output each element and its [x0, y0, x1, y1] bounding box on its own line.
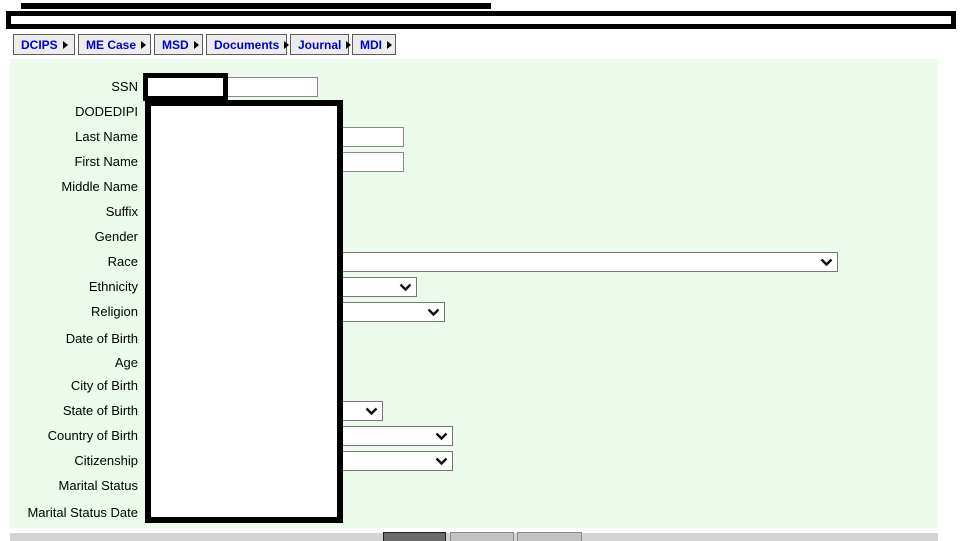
chevron-down-icon	[399, 283, 412, 291]
religion-label: Religion	[91, 304, 138, 319]
arrow-right-icon	[284, 40, 290, 49]
race-label: Race	[107, 254, 138, 269]
chevron-down-icon	[435, 457, 448, 465]
menu-mdi-label: MDI	[360, 37, 382, 52]
arrow-right-icon	[62, 40, 68, 49]
dodedipi-label: DODEDIPI	[75, 104, 138, 119]
redaction-title-box	[6, 11, 956, 29]
arrow-right-icon	[387, 40, 392, 49]
menu-me-case-label: ME Case	[86, 37, 137, 52]
menu-bar: DCIPS ME Case MSD Documents Journal MDI	[13, 34, 396, 55]
marital-status-label: Marital Status	[58, 478, 138, 493]
chevron-down-icon	[435, 432, 448, 440]
menu-mdi[interactable]: MDI	[352, 34, 396, 55]
arrow-right-icon	[346, 40, 352, 49]
date-of-birth-label: Date of Birth	[65, 331, 138, 346]
city-of-birth-label: City of Birth	[70, 378, 138, 393]
menu-me-case[interactable]: ME Case	[78, 34, 151, 55]
menu-documents[interactable]: Documents	[206, 34, 290, 55]
gender-label: Gender	[94, 229, 138, 244]
middle-name-label: Middle Name	[61, 179, 138, 194]
menu-dcips[interactable]: DCIPS	[13, 34, 75, 55]
arrow-right-icon	[193, 40, 199, 49]
menu-msd[interactable]: MSD	[154, 34, 203, 55]
suffix-label: Suffix	[105, 204, 138, 219]
chevron-down-icon	[820, 258, 833, 266]
menu-documents-label: Documents	[214, 37, 280, 52]
marital-status-date-label: Marital Status Date	[27, 505, 138, 520]
redaction-ssn-box	[143, 73, 228, 101]
redaction-top-bar	[21, 3, 491, 9]
menu-msd-label: MSD	[162, 37, 189, 52]
menu-dcips-label: DCIPS	[21, 37, 58, 52]
bottom-button-1[interactable]	[383, 532, 446, 541]
bottom-button-2[interactable]	[450, 532, 514, 541]
ssn-label: SSN	[111, 79, 138, 94]
chevron-down-icon	[427, 308, 440, 316]
age-label: Age	[114, 355, 138, 370]
state-of-birth-label: State of Birth	[62, 403, 138, 418]
first-name-label: First Name	[74, 154, 138, 169]
race-select[interactable]	[250, 252, 838, 272]
country-of-birth-label: Country of Birth	[47, 428, 138, 443]
redaction-form-values-box	[145, 100, 343, 523]
chevron-down-icon	[365, 407, 378, 415]
last-name-label: Last Name	[75, 129, 138, 144]
arrow-right-icon	[141, 40, 147, 49]
citizenship-label: Citizenship	[74, 453, 138, 468]
menu-journal-label: Journal	[298, 37, 342, 52]
ethnicity-label: Ethnicity	[88, 279, 138, 294]
bottom-button-3[interactable]	[517, 532, 582, 541]
menu-journal[interactable]: Journal	[290, 34, 352, 55]
